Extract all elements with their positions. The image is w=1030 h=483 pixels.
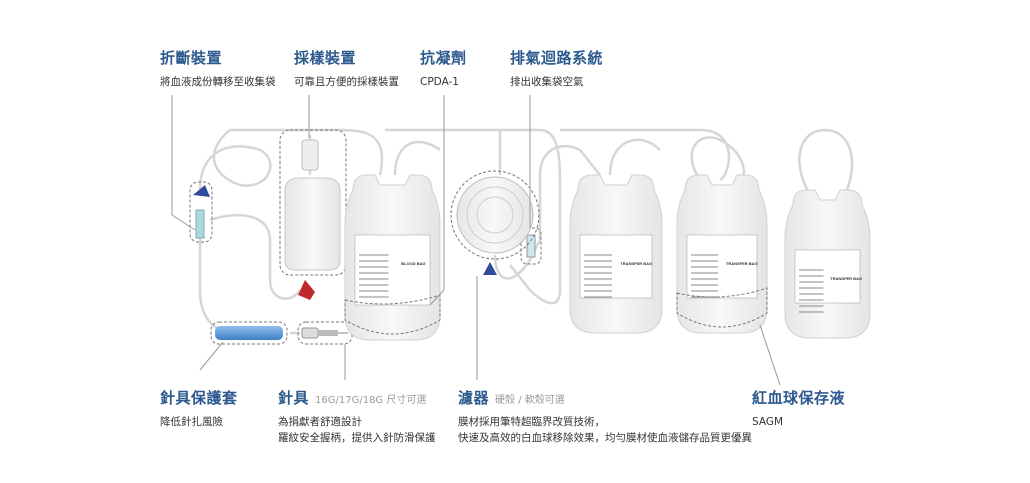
label-break-off-device: 折斷裝置 將血液成份轉移至收集袋 xyxy=(160,49,276,88)
vent-connector xyxy=(526,234,536,258)
bag-type-text: BLOOD BAG xyxy=(401,261,425,266)
red-clamp-icon xyxy=(298,280,315,300)
transfer-bag: TRANSFER BAG xyxy=(676,174,768,334)
blood-bag: BLOOD BAG xyxy=(344,174,441,341)
break-off-connector xyxy=(195,209,205,239)
bag-type-text: TRANSFER BAG xyxy=(620,261,652,266)
label-rbc-preservative: 紅血球保存液 SAGM xyxy=(752,389,846,428)
blue-clamp-icon xyxy=(483,262,497,275)
sampling-highlight xyxy=(279,129,347,276)
tubing xyxy=(198,128,854,335)
transfer-bag: TRANSFER BAG xyxy=(784,189,871,339)
needle-guard xyxy=(215,326,283,340)
label-vent-system: 排氣迴路系統 排出收集袋空氣 xyxy=(510,49,604,88)
label-filter: 濾器硬殼 / 軟殼可選 膜材採用筆特超臨界改質技術，快速及高效的白血球移除效果，… xyxy=(458,389,752,444)
label-needle-guard: 針具保護套 降低針扎風險 xyxy=(160,389,238,428)
leukocyte-filter xyxy=(450,170,540,260)
break-off-clamp-icon xyxy=(193,185,210,197)
label-anticoagulant: 抗凝劑 CPDA-1 xyxy=(420,49,467,88)
bag-type-text: TRANSFER BAG xyxy=(726,261,758,266)
transfer-bag: TRANSFER BAG xyxy=(569,174,663,334)
bag-type-text: TRANSFER BAG xyxy=(830,276,862,281)
sampling-pouch xyxy=(279,129,347,276)
label-sampling-device: 採樣裝置 可靠且方便的採樣裝置 xyxy=(294,49,399,88)
needle xyxy=(297,321,353,345)
bag-label xyxy=(354,234,431,306)
leader-lines xyxy=(171,95,781,386)
